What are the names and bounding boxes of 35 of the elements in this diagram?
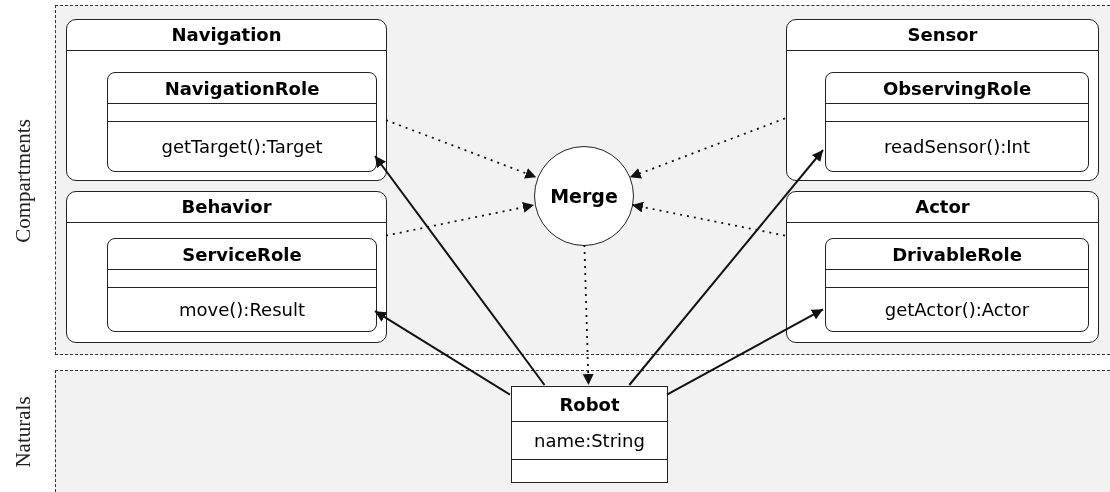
- class-name: Robot: [558, 392, 621, 417]
- compartment-box: [786, 19, 1099, 181]
- compartment-title: Behavior: [67, 192, 386, 223]
- class-box: [825, 238, 1089, 332]
- compartment-title: Sensor: [787, 20, 1098, 51]
- compartment-box: [66, 191, 387, 343]
- class-box: [107, 72, 377, 172]
- circle-label: Merge: [550, 185, 618, 207]
- arrow: [374, 155, 546, 386]
- method-text: getTarget():Target: [108, 121, 376, 171]
- class-box: [511, 386, 668, 483]
- attribute-text: name:String: [512, 421, 667, 459]
- class-name: ObservingRole: [881, 76, 1033, 101]
- method-text: readSensor():Int: [826, 121, 1088, 171]
- compartment-title: Actor: [787, 192, 1098, 223]
- class-name: DrivableRole: [891, 242, 1023, 267]
- dotted-arrow: [631, 201, 786, 237]
- class-box: [107, 238, 377, 332]
- dotted-arrow: [385, 201, 535, 237]
- method-text: move():Result: [108, 287, 376, 331]
- dotted-arrow: [582, 244, 594, 386]
- compartment-box: [66, 19, 387, 181]
- class-name: NavigationRole: [163, 76, 321, 101]
- arrow: [374, 310, 511, 396]
- dotted-arrow: [628, 117, 786, 179]
- arrow: [666, 308, 824, 396]
- lane-label: Compartments: [10, 119, 36, 243]
- class-name: ServiceRole: [181, 242, 303, 267]
- dotted-arrow: [385, 119, 538, 179]
- arrow: [628, 149, 824, 386]
- compartment-box: [786, 191, 1099, 343]
- lane-label: Naturals: [10, 396, 36, 468]
- method-text: getActor():Actor: [826, 287, 1088, 331]
- class-box: [825, 72, 1089, 172]
- compartment-title: Navigation: [67, 20, 386, 51]
